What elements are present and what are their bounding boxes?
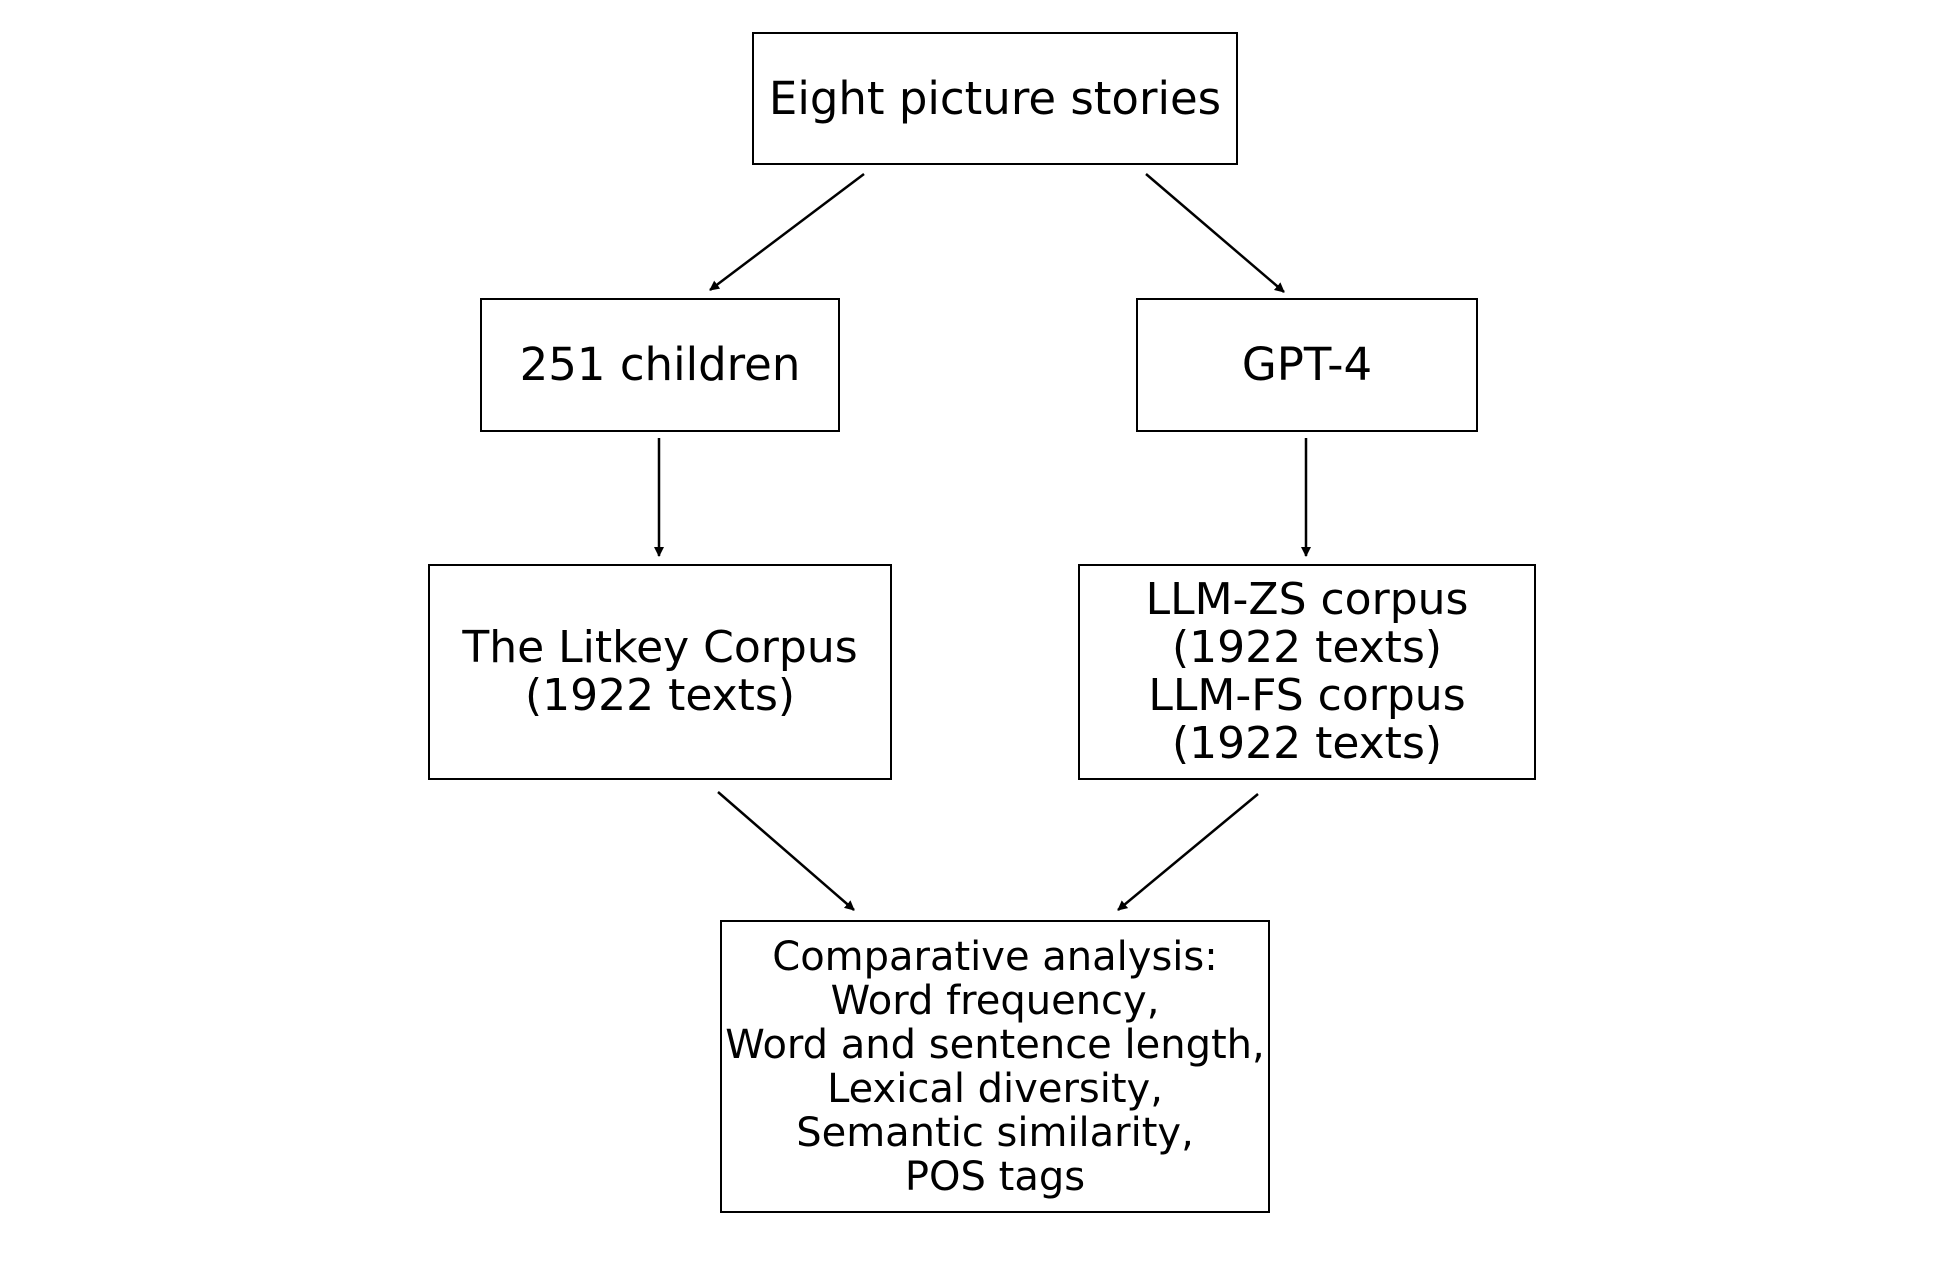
node-251-children: 251 children xyxy=(480,298,840,432)
node-label: Comparative analysis: xyxy=(772,933,1218,980)
node-label: LLM-ZS corpus xyxy=(1145,574,1469,625)
node-litkey-corpus: The Litkey Corpus (1922 texts) xyxy=(428,564,892,780)
arrow-litkey-to-analysis xyxy=(717,791,855,911)
node-label: (1922 texts) xyxy=(524,670,796,721)
node-label: POS tags xyxy=(904,1153,1086,1200)
node-label: Word frequency, xyxy=(830,977,1160,1024)
node-label: Eight picture stories xyxy=(768,71,1222,125)
node-label: Semantic similarity, xyxy=(796,1109,1194,1156)
node-label: 251 children xyxy=(519,338,801,391)
node-eight-picture-stories: Eight picture stories xyxy=(752,32,1238,165)
node-label: (1922 texts) xyxy=(1171,622,1443,673)
arrow-top-to-children xyxy=(709,173,865,291)
node-gpt-4: GPT-4 xyxy=(1136,298,1478,432)
node-label: Word and sentence length, xyxy=(725,1021,1265,1068)
node-llm-corpora: LLM-ZS corpus (1922 texts) LLM-FS corpus… xyxy=(1078,564,1536,780)
node-label: (1922 texts) xyxy=(1171,718,1443,769)
node-label: The Litkey Corpus xyxy=(462,622,858,673)
node-comparative-analysis: Comparative analysis: Word frequency, Wo… xyxy=(720,920,1270,1213)
node-label: LLM-FS corpus xyxy=(1148,670,1466,721)
node-label: Lexical diversity, xyxy=(827,1065,1163,1112)
arrow-llm-corpus-to-analysis xyxy=(1117,793,1259,911)
arrow-top-to-gpt4 xyxy=(1145,173,1285,293)
node-label: GPT-4 xyxy=(1241,338,1373,391)
